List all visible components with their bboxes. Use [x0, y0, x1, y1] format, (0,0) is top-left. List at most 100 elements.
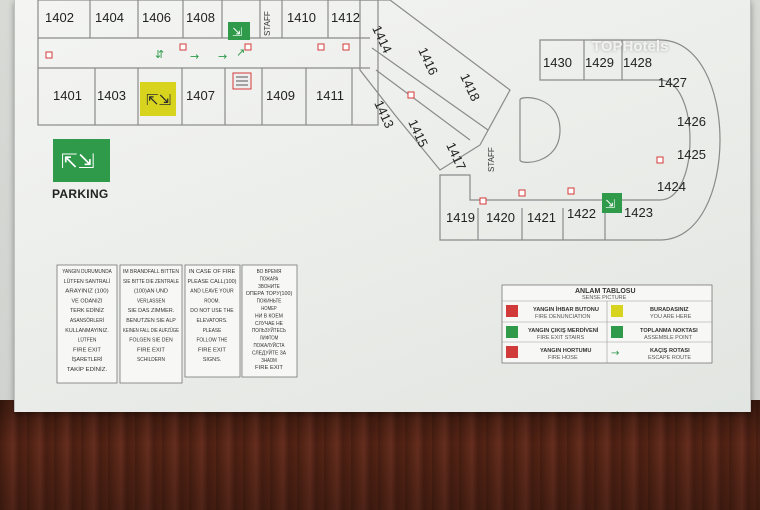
- escape-route-arrow-icon: ⇵→→↗: [155, 46, 245, 63]
- svg-text:⇱⇲: ⇱⇲: [61, 149, 95, 173]
- fire-exit-stairs-icon: [506, 326, 518, 338]
- fire-exit-stairs-icon: ⇲: [602, 193, 622, 213]
- staff-label: STAFF: [263, 11, 272, 36]
- panel-line: FIRE EXIT: [198, 347, 227, 353]
- rooms-bottom-left: 1401 1403 1407 1409 1411: [53, 88, 344, 103]
- room-number: 1411: [316, 88, 344, 103]
- legend-item: YOU ARE HERE: [650, 314, 692, 320]
- panel-line: DO NOT USE THE: [190, 308, 234, 314]
- room-number: 1424: [657, 179, 686, 194]
- room-number: 1414: [369, 23, 395, 56]
- room-number: 1404: [95, 10, 124, 25]
- legend-item: YANGIN İHBAR BUTONU: [533, 306, 599, 313]
- panel-line: KULLANMAYINIZ.: [65, 328, 109, 334]
- panel-line: ЗНАОМ: [261, 358, 277, 364]
- panel-line: ВО ВРЕМЯ: [257, 269, 282, 275]
- panel-line: FIRE EXIT: [137, 347, 166, 353]
- legend-item: YANGIN ÇIKIŞ MERDİVENİ: [528, 327, 599, 334]
- legend-item: TOPLANMA NOKTASI: [640, 328, 698, 334]
- watermark-logo: TOPHotels: [592, 38, 669, 55]
- room-number: 1422: [567, 206, 596, 221]
- panel-line: ПОЛЬЗУЙТЕСЬ: [252, 326, 286, 334]
- room-number: 1412: [331, 10, 360, 25]
- panel-line: IM BRANDFALL BITTEN: [123, 269, 179, 275]
- panel-line: СЛУЧАЕ НЕ: [255, 321, 283, 327]
- room-number: 1429: [585, 55, 614, 70]
- legend-item: FIRE DENUNCIATION: [535, 314, 591, 320]
- room-number: 1420: [486, 210, 515, 225]
- room-number: 1428: [623, 55, 652, 70]
- room-number: 1403: [97, 88, 126, 103]
- panel-line: (100)AN UND: [134, 289, 168, 295]
- panel-line: ЛИФТОМ: [260, 336, 279, 342]
- panel-line: LÜTFEN SANTRALİ: [64, 278, 111, 285]
- room-number: 1407: [186, 88, 215, 103]
- panel-line: ELEVATORS.: [197, 318, 228, 324]
- legend-item: BURADASINIZ: [650, 307, 689, 313]
- fire-alarm-icon: [506, 305, 518, 317]
- room-number: 1418: [457, 71, 483, 104]
- panel-line: PLEASE: [203, 328, 222, 334]
- room-number: 1417: [443, 140, 469, 173]
- svg-text:⇵: ⇵: [155, 48, 164, 61]
- panel-line: ПОЖАЛУЙСТА: [254, 341, 285, 349]
- panel-line: AND LEAVE YOUR: [190, 289, 233, 295]
- panel-line: TERK EDİNİZ: [70, 307, 105, 314]
- legend-item: YANGIN HORTUMU: [540, 348, 591, 354]
- panel-line: PLEASE CALL(100): [188, 279, 237, 285]
- panel-line: KEINEN FALL DIE AUFZÜGE: [123, 327, 179, 334]
- room-number: 1409: [266, 88, 295, 103]
- panel-line: LÜTFEN: [78, 337, 97, 344]
- panel-line: ЗВОНИТЕ: [258, 284, 280, 290]
- panel-line: FIRE EXIT: [73, 347, 102, 353]
- stairs-icon: [232, 72, 252, 90]
- room-number: 1402: [45, 10, 74, 25]
- panel-line: BENUTZEN SIE ALP: [126, 318, 176, 324]
- panel-line: ПОКИНЬТЕ: [257, 299, 282, 305]
- room-number: 1406: [142, 10, 171, 25]
- legend-item: FIRE EXIT STAIRS: [537, 335, 584, 341]
- panel-line: SIE BITTE DIE ZENTRALE: [123, 279, 179, 285]
- room-number: 1430: [543, 55, 572, 70]
- panel-line: SIE DAS ZIMMER.: [128, 308, 175, 314]
- panel-line: IN CASE OF FIRE: [189, 269, 236, 275]
- panel-line: İŞARETLERİ: [72, 356, 103, 363]
- panel-line: НОМЕР: [261, 306, 277, 312]
- panel-line: ROOM.: [204, 298, 220, 304]
- legend-item: ESCAPE ROUTE: [648, 355, 691, 361]
- wood-panel: [0, 400, 760, 510]
- parking-assembly-icon: ⇱⇲: [53, 139, 110, 182]
- assembly-point-icon: [611, 326, 623, 338]
- panel-line: FOLGEN SIE DEN: [129, 338, 172, 344]
- instruction-panels: YANGIN DURUMUNDA LÜTFEN SANTRALİ ARAYINIZ …: [56, 264, 298, 384]
- staff-label: STAFF: [487, 147, 496, 172]
- panel-line: TAKİP EDİNİZ.: [67, 366, 108, 373]
- legend-item: FIRE HOSE: [548, 355, 578, 361]
- panel-line: FIRE EXIT: [255, 365, 284, 371]
- svg-text:↗: ↗: [236, 46, 245, 59]
- panel-line: ASANSÖRLERİ: [70, 317, 104, 324]
- room-number: 1425: [677, 147, 706, 162]
- panel-line: VE ODANIZI: [72, 298, 103, 304]
- panel-line: SCHILDERN: [137, 357, 165, 363]
- svg-text:→: →: [218, 50, 227, 63]
- room-number: 1423: [624, 205, 653, 220]
- rooms-right-wing: 1430 1429 1428 1427 1426 1425 1424 1423 …: [446, 55, 706, 225]
- rooms-diagonal-upper: 1414 1416 1418: [369, 23, 483, 104]
- svg-text:⇲: ⇲: [605, 197, 615, 211]
- room-number: 1426: [677, 114, 706, 129]
- panel-line: ARAYINIZ (100): [65, 289, 109, 295]
- room-number: 1401: [53, 88, 82, 103]
- panel-line: FOLLOW THE: [197, 338, 228, 344]
- panel-line: ПОЖАРА: [260, 276, 279, 282]
- assembly-point-icon: ⇱⇲: [140, 82, 176, 116]
- legend-title: ANLAM TABLOSU: [575, 288, 636, 295]
- room-number: 1408: [186, 10, 215, 25]
- parking-label: PARKING: [52, 187, 109, 201]
- panel-line: YANGIN DURUMUNDA: [62, 269, 112, 275]
- legend-box: ANLAM TABLOSU SENSE PICTURE → YANGIN İHB…: [501, 284, 713, 364]
- panel-line: НИ В КОЕМ: [255, 313, 283, 319]
- panel-line: SIGNS.: [203, 357, 222, 363]
- legend-item: KAÇIŞ ROTASI: [650, 348, 690, 354]
